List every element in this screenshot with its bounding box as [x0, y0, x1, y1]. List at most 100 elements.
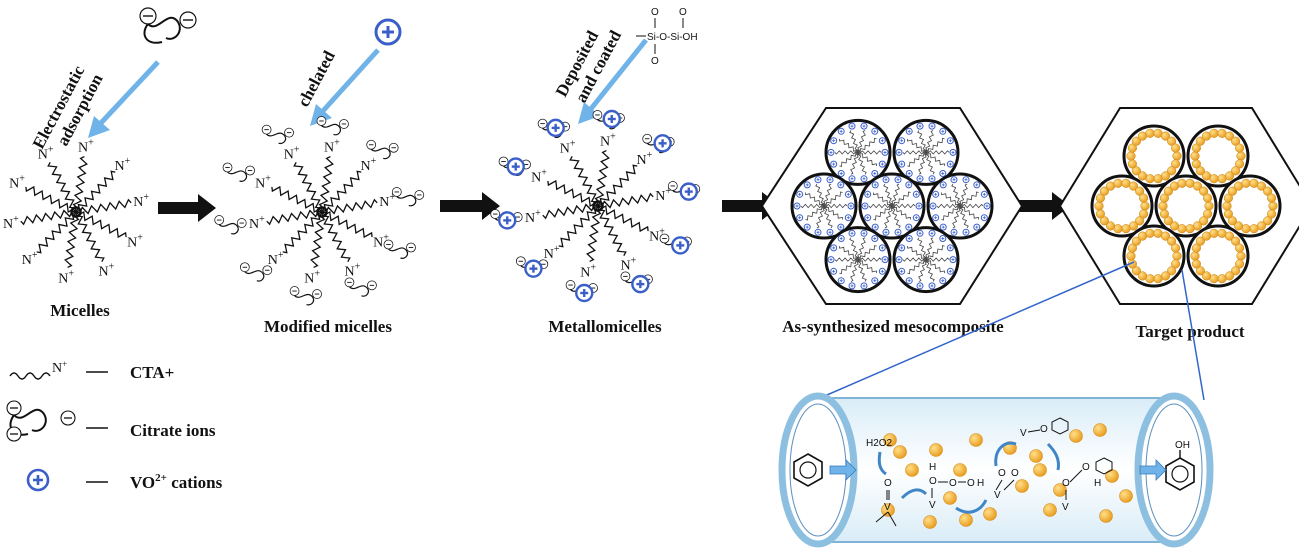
svg-text:O: O — [884, 478, 892, 489]
surfactant-tail — [318, 211, 351, 263]
gold-particle — [1153, 174, 1163, 184]
zoom-line-right — [1181, 269, 1205, 401]
mini-cation — [983, 202, 991, 210]
gold-particle — [1171, 243, 1181, 253]
mini-tail — [925, 137, 945, 154]
surfactant-tail — [321, 198, 378, 217]
mini-cation — [844, 214, 852, 222]
micelle-plain: N+N+N+N+N+N+N+N+N+N+ — [3, 138, 149, 287]
mini-tail — [959, 183, 968, 207]
gold-particle — [1236, 251, 1246, 261]
mini-cation — [844, 190, 852, 198]
mini-cation — [895, 148, 903, 156]
n-plus-head: N+ — [580, 262, 596, 280]
vo-cation — [679, 182, 698, 201]
mini-tail — [884, 205, 893, 229]
mini-cation — [894, 228, 902, 236]
silicate-formula: O O Si-O-Si-OH O — [636, 7, 698, 67]
gold-particle — [1267, 209, 1277, 219]
surfactant-tail — [36, 210, 77, 254]
surfactant-tail — [321, 170, 362, 214]
gold-particle — [1209, 128, 1219, 138]
mini-cation — [895, 256, 903, 264]
mini-tail — [823, 205, 843, 220]
citrate-ion — [383, 239, 416, 259]
n-plus-head: N+ — [58, 268, 74, 286]
process-arrow-4 — [1012, 192, 1070, 220]
mini-tail — [941, 205, 961, 221]
blue-arrow-chelated — [310, 48, 380, 126]
n-plus-head: N+ — [655, 186, 671, 204]
mini-cation — [847, 202, 855, 210]
gold-particle — [1222, 201, 1232, 211]
gold-particle — [1223, 209, 1233, 219]
surfactant-tail — [75, 170, 116, 214]
legend-citrate-swatch — [6, 400, 76, 442]
mini-tail — [891, 183, 900, 207]
svg-text:H2O2: H2O2 — [866, 438, 893, 449]
gold-particle — [1217, 174, 1227, 184]
surfactant-tail — [293, 161, 326, 213]
micelle-core — [70, 206, 82, 218]
mini-cation — [939, 277, 947, 285]
mini-tail — [959, 191, 979, 207]
mini-cation — [803, 181, 811, 189]
gold-particle — [1127, 243, 1137, 253]
mini-cation — [894, 176, 902, 184]
citrate-ion — [239, 262, 273, 282]
mini-cation — [871, 235, 879, 242]
mini-tail — [823, 203, 848, 209]
mesopore-cells-target — [1090, 124, 1282, 288]
gold-particle — [1099, 216, 1109, 226]
mini-cation — [860, 282, 868, 290]
n-plus-head: N+ — [268, 250, 284, 268]
mini-tail — [917, 130, 928, 153]
mini-tail — [883, 183, 894, 207]
gold-particle — [1105, 469, 1119, 483]
gold-particle — [1267, 193, 1277, 203]
surfactant-tail — [594, 205, 627, 257]
citrate-ion — [289, 286, 322, 306]
mini-cation — [915, 202, 923, 210]
vo-cation — [653, 134, 672, 153]
mini-cation — [939, 235, 947, 242]
mini-tail — [839, 246, 859, 260]
mini-cation — [830, 267, 838, 275]
mini-tail — [907, 258, 927, 275]
gold-particle — [1231, 266, 1241, 276]
gold-particle — [1199, 216, 1209, 226]
gold-particle — [1192, 181, 1203, 191]
gold-particle — [1126, 151, 1136, 161]
mini-tail — [857, 237, 866, 260]
mini-tail — [800, 203, 825, 209]
mini-cation — [932, 190, 940, 198]
n-plus-head: N+ — [373, 233, 389, 251]
mini-cation — [837, 223, 845, 231]
mini-cation — [973, 223, 981, 231]
process-arrow-1 — [158, 194, 216, 222]
mini-cation — [916, 175, 924, 183]
gold-particle — [1172, 251, 1182, 261]
mini-tail — [924, 259, 935, 282]
n-plus-head: N+ — [344, 262, 360, 280]
gold-particle — [1094, 201, 1104, 211]
mini-cation — [871, 277, 879, 285]
gold-particle — [1195, 236, 1205, 246]
svg-text:O: O — [651, 56, 659, 67]
mini-cation — [796, 214, 804, 222]
mini-cation — [837, 127, 845, 135]
mini-tail — [856, 152, 867, 175]
mini-cation — [939, 181, 947, 189]
step-electrostatic-adsorption: Electrostatic adsorption — [29, 62, 107, 152]
svg-text:O: O — [651, 7, 659, 18]
gold-particle — [1224, 131, 1235, 141]
mini-tail — [917, 237, 928, 260]
mini-cation — [916, 122, 924, 130]
mini-tail — [857, 130, 866, 153]
mini-tail — [868, 203, 893, 209]
gold-particle — [959, 513, 973, 527]
gold-particle — [1095, 193, 1105, 203]
gold-particle — [1163, 216, 1173, 226]
gold-particle — [1235, 159, 1245, 169]
mini-cation — [980, 190, 988, 198]
